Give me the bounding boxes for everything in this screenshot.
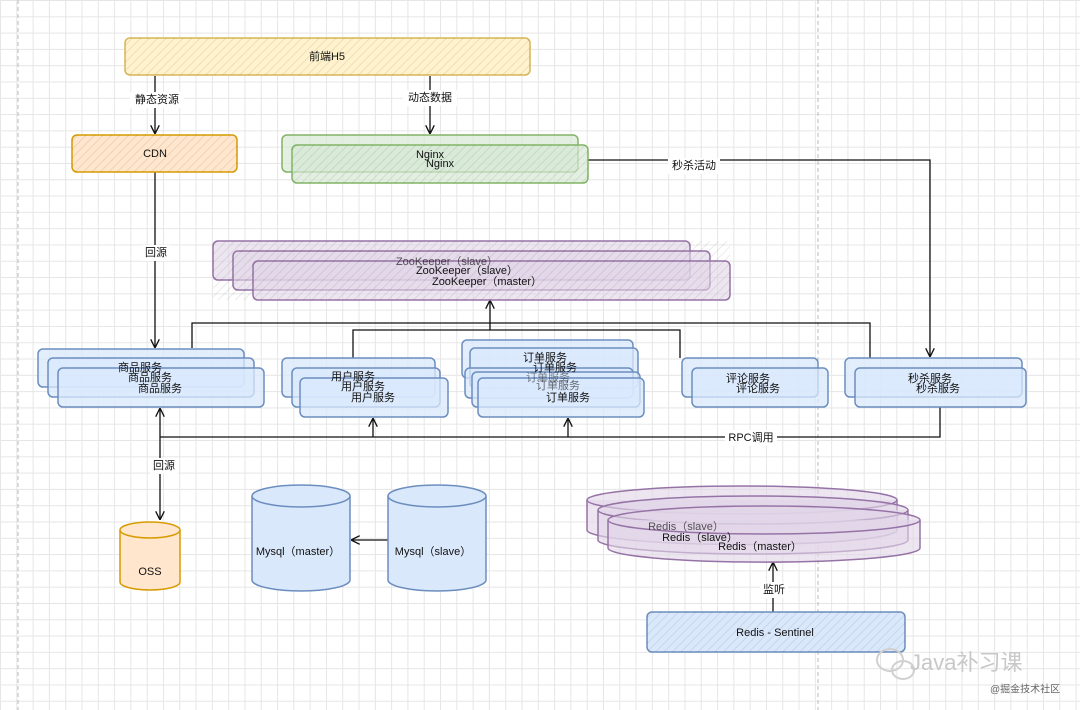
mysql-master[interactable]: Mysql（master） (251, 484, 351, 592)
order-service-label: 订单服务 (523, 351, 567, 364)
watermark-brand: Java补习课 (910, 650, 1022, 675)
edge-label-rpc: RPC调用 (728, 431, 773, 444)
order-service-label: 订单服务 (536, 379, 580, 392)
zookeeper-label: ZooKeeper（master） (432, 275, 542, 288)
redis-label: Redis（slave） (662, 531, 738, 544)
edge-label-static: 静态资源 (135, 92, 179, 106)
user-service-cluster[interactable] (281, 357, 449, 418)
product-service-cluster[interactable] (37, 348, 265, 408)
zookeeper-label: ZooKeeper（slave） (396, 255, 498, 268)
product-service-label: 商品服务 (138, 381, 182, 395)
zookeeper-cluster[interactable]: ZooKeeper（slave） ZooKeeper（slave） ZooKee… (212, 240, 731, 301)
user-service-label: 用户服务 (351, 390, 395, 404)
sentinel-label: Redis - Sentinel (736, 627, 814, 639)
edge-label-monitor: 监听 (763, 583, 785, 596)
order-service-label: 订单服务 (546, 391, 590, 404)
order-service-label: 订单服务 (526, 371, 570, 384)
edge-rpc-bus (160, 407, 941, 438)
watermark-source: @掘金技术社区 (990, 683, 1060, 696)
edge-label-seckill-activity: 秒杀活动 (672, 158, 716, 172)
product-service-label: 商品服务 (128, 370, 172, 384)
mysql-master-label: Mysql（master） (256, 545, 340, 558)
oss-label: OSS (138, 566, 161, 578)
user-service-label: 用户服务 (331, 369, 375, 383)
order-service-label: 订单服务 (533, 361, 577, 374)
seckill-service-cluster[interactable] (844, 357, 1027, 408)
edge-label-dynamic: 动态数据 (408, 90, 452, 104)
user-service-label: 用户服务 (341, 379, 385, 393)
nginx-label: Nginx (416, 149, 445, 161)
mysql-slave[interactable]: Mysql（slave） (387, 484, 487, 592)
edge-label-origin-oss: 回源 (153, 458, 175, 472)
product-service-label: 商品服务 (118, 360, 162, 374)
seckill-service-label: 秒杀服务 (908, 371, 952, 385)
cdn-node[interactable]: CDN (71, 134, 238, 173)
edge-zk-bus (191, 322, 871, 358)
nginx-node[interactable]: Nginx Nginx (281, 134, 589, 184)
wechat-icon (876, 648, 915, 680)
mysql-slave-label: Mysql（slave） (395, 545, 471, 558)
comment-service-label: 评论服务 (736, 381, 780, 395)
edge-label-origin-cdn: 回源 (145, 245, 167, 259)
oss-storage[interactable]: OSS (119, 521, 181, 591)
order-service-cluster[interactable] (461, 339, 645, 418)
redis-sentinel-node[interactable]: Redis - Sentinel (646, 611, 906, 653)
frontend-node[interactable]: 前端H5 (124, 37, 531, 76)
edge-zk-bus-2 (352, 329, 681, 358)
zookeeper-label: ZooKeeper（slave） (416, 264, 518, 277)
redis-label: Redis（slave） (648, 520, 724, 533)
comment-service-cluster[interactable] (681, 357, 829, 408)
redis-label: Redis（master） (718, 540, 802, 553)
frontend-label: 前端H5 (309, 49, 345, 63)
seckill-service-label: 秒杀服务 (916, 381, 960, 395)
nginx-label: Nginx (426, 158, 455, 170)
comment-service-label: 评论服务 (726, 371, 770, 385)
cdn-label: CDN (143, 148, 167, 160)
redis-cluster[interactable] (586, 485, 921, 563)
